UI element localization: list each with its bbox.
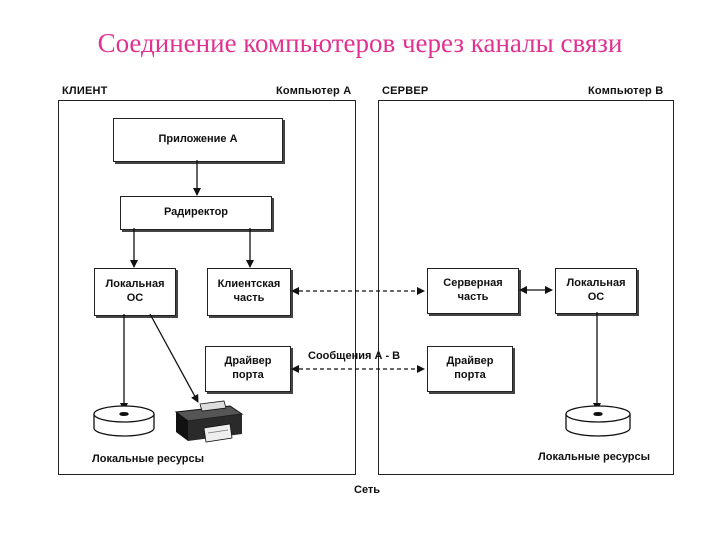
client-computer-label: Компьютер А: [276, 85, 352, 97]
slide-title: Соединение компьютеров через каналы связ…: [97, 28, 623, 58]
client-part-box: Клиентская часть: [207, 268, 291, 316]
application-a-box: Приложение А: [113, 118, 283, 162]
client-resources-label: Локальные ресурсы: [92, 453, 205, 465]
arrow-local-os-to-printer: [149, 313, 199, 403]
client-local-os-box: Локальная ОС: [94, 268, 176, 316]
printer-icon: [174, 400, 244, 443]
disk-icon: [93, 405, 155, 437]
server-computer-label: Компьютер В: [588, 85, 664, 97]
client-role-label: КЛИЕНТ: [62, 85, 108, 97]
server-part-box: Серверная часть: [427, 268, 519, 314]
server-resources-label: Локальные ресурсы: [538, 451, 651, 463]
disk-icon: [565, 405, 631, 437]
network-label: Сеть: [354, 484, 381, 496]
redirector-box: Радиректор: [120, 196, 272, 230]
messages-label: Сообщения А - В: [308, 350, 401, 362]
server-port-driver-box: Драйвер порта: [427, 346, 513, 392]
server-local-os-box: Локальная ОС: [555, 268, 637, 314]
server-role-label: СЕРВЕР: [382, 85, 429, 97]
client-port-driver-box: Драйвер порта: [205, 346, 291, 392]
